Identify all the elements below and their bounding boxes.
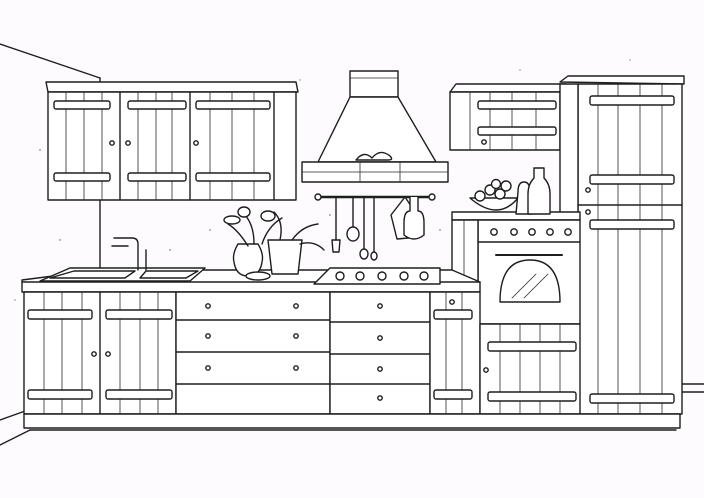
base-cabinets — [23, 291, 681, 429]
gas-hob — [313, 267, 441, 285]
fruit-bowl — [469, 167, 551, 215]
utensil-rail — [314, 193, 436, 261]
flower-vase — [223, 206, 325, 281]
oven — [451, 211, 581, 325]
sink — [39, 237, 206, 282]
range-hood — [301, 70, 449, 183]
upper-cabinet-left — [45, 81, 299, 201]
upper-cabinet-right — [449, 83, 567, 151]
